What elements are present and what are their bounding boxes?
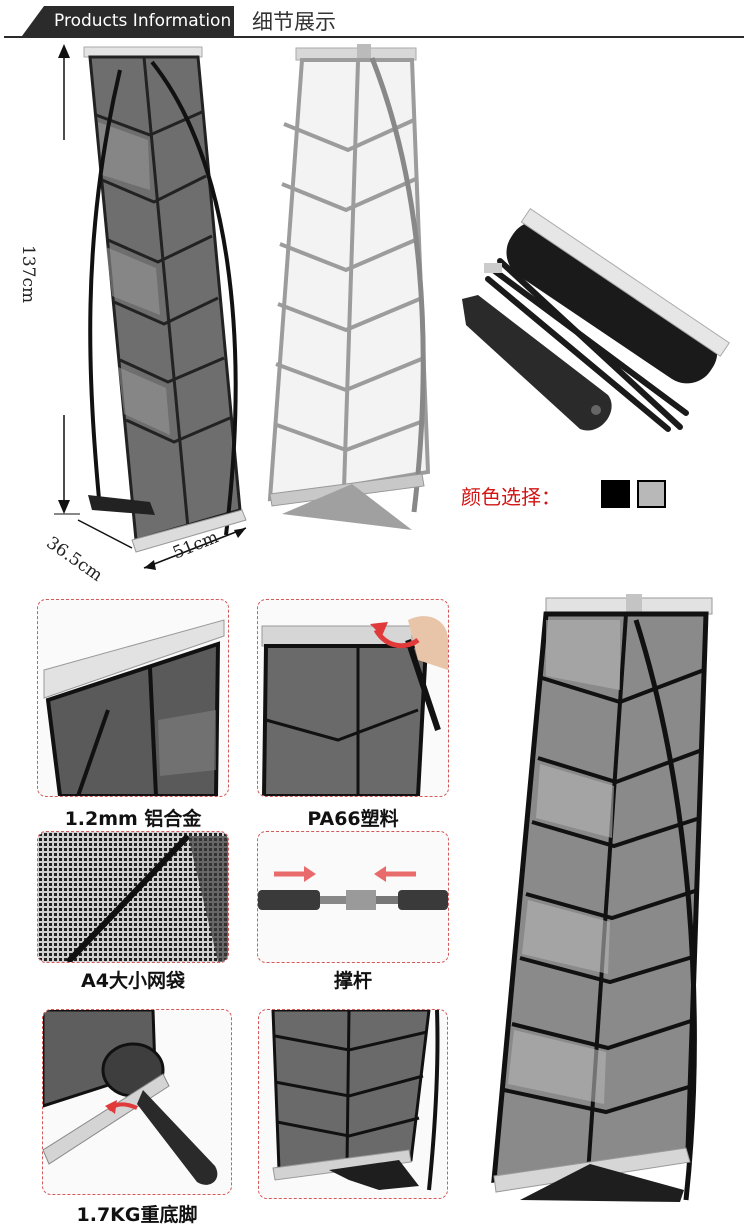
color-select-label: 颜色选择： (461, 485, 561, 509)
detail-aluminium-caption: 1.2mm 铝合金 (64, 808, 202, 830)
header-divider (4, 36, 744, 38)
header-tab: Products Information (44, 6, 234, 36)
main-stand-black-image (54, 44, 247, 570)
detail-base-image (42, 1009, 232, 1195)
height-dimension-label: 137cm (18, 245, 38, 304)
detail-aluminium-image (37, 599, 229, 797)
detail-pa66-image (257, 599, 449, 797)
detail-mesh-image (37, 831, 229, 963)
detail-base-full-image (258, 1009, 448, 1199)
detail-pa66-caption: PA66塑料 (307, 808, 399, 830)
collapsed-parts-image (462, 207, 730, 432)
color-swatch-black[interactable] (601, 480, 630, 508)
detail-base-caption: 1.7KG重底脚 (76, 1204, 198, 1226)
main-stand-grey-image (267, 44, 431, 530)
header-tab-wedge (22, 6, 44, 36)
detail-mesh-caption: A4大小网袋 (81, 970, 185, 992)
detail-pole-image (257, 831, 449, 963)
header-title: 细节展示 (252, 10, 336, 34)
color-swatch-grey[interactable] (637, 480, 666, 508)
detail-pole-caption: 撑杆 (333, 970, 372, 992)
large-stand-image (491, 594, 713, 1202)
